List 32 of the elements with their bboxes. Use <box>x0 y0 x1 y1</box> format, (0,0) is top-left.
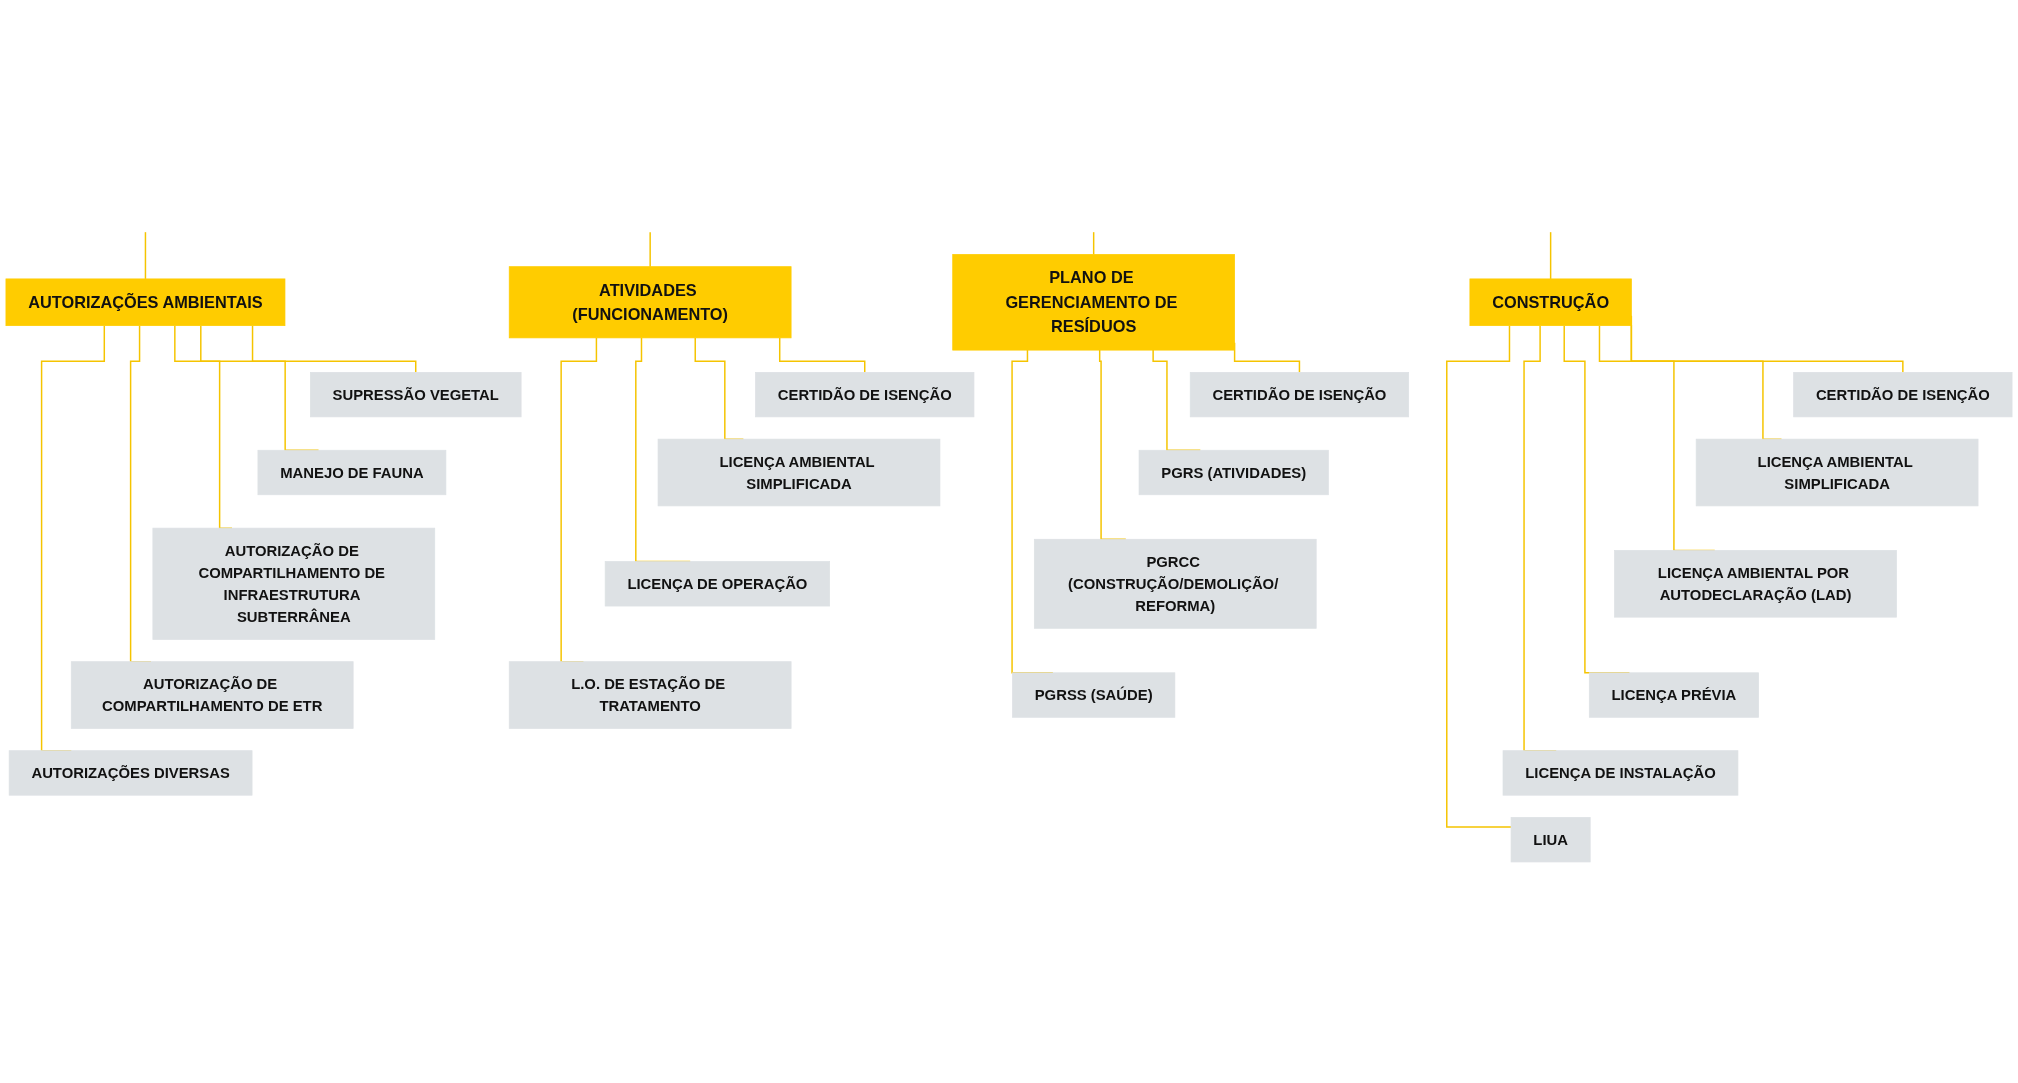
connector <box>251 324 417 374</box>
node-box <box>1588 672 1759 718</box>
connector <box>40 324 106 752</box>
node-box <box>1510 817 1591 863</box>
node-box <box>1012 672 1176 718</box>
node-box <box>5 278 286 326</box>
connector <box>144 231 147 280</box>
node-box <box>310 372 522 418</box>
connector <box>1446 324 1512 828</box>
connector <box>1092 231 1095 256</box>
node-box <box>604 561 830 607</box>
node-box <box>1189 372 1410 418</box>
node-box <box>508 661 792 729</box>
node-box <box>1033 538 1317 629</box>
connector <box>649 231 651 268</box>
node-box <box>8 750 253 796</box>
node-box <box>755 372 975 418</box>
node-box <box>1614 550 1897 618</box>
node-box <box>70 661 354 729</box>
node-box <box>508 266 792 339</box>
connector <box>779 337 866 374</box>
connector <box>1549 231 1552 280</box>
node-box <box>1502 750 1739 796</box>
node-box <box>952 254 1235 351</box>
node-box <box>1695 438 1979 507</box>
connector <box>560 337 598 663</box>
node-box <box>257 449 447 496</box>
node-box <box>1469 278 1632 326</box>
node-box <box>657 438 941 507</box>
node-box <box>1138 449 1329 496</box>
node-box <box>1793 372 2013 418</box>
node-box <box>152 527 436 640</box>
